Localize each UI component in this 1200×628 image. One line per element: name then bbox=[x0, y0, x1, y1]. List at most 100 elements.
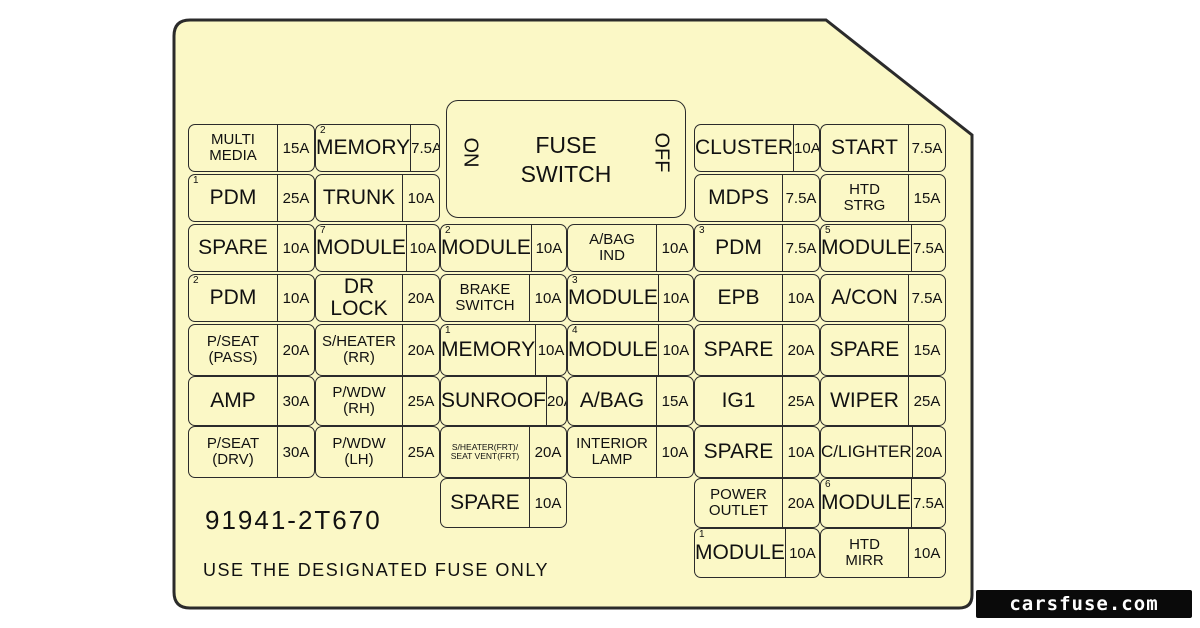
fuse-p-wdw-lh[interactable]: P/WDW(LH)25A bbox=[315, 426, 440, 478]
fuse-amperage: 25A bbox=[908, 377, 945, 425]
fuse-amperage: 20A bbox=[529, 427, 566, 477]
fuse-label-line: BRAKE bbox=[459, 281, 511, 299]
fuse-switch-title: FUSE SWITCH bbox=[447, 131, 685, 189]
fuse-label-line: SUNROOF bbox=[441, 388, 546, 412]
fuse-label-line: P/SEAT bbox=[206, 333, 260, 351]
fuse-amperage: 20A bbox=[402, 325, 439, 375]
fuse-amperage: 10A bbox=[656, 225, 693, 271]
fuse-amperage: 20A bbox=[782, 325, 819, 375]
fuse-switch-on-label: ON bbox=[459, 137, 482, 168]
fuse-index: 2 bbox=[320, 125, 326, 136]
fuse-label: EPB bbox=[695, 275, 782, 321]
fuse-amperage: 10A bbox=[402, 175, 439, 221]
fuse-amperage: 7.5A bbox=[782, 175, 819, 221]
fuse-label: P/WDW(RH) bbox=[316, 377, 402, 425]
fuse-label-line: DR LOCK bbox=[330, 274, 388, 320]
fuse-amperage: 10A bbox=[535, 325, 566, 375]
fuse-s-heater-rr[interactable]: S/HEATER(RR)20A bbox=[315, 324, 440, 376]
fuse-label-line: POWER bbox=[710, 486, 767, 504]
fuse-switch[interactable]: FUSE SWITCH ON OFF bbox=[446, 100, 686, 218]
fuse-p-seat-pass[interactable]: P/SEAT(PASS)20A bbox=[188, 324, 315, 376]
fuse-label-line: MEDIA bbox=[209, 147, 257, 164]
fuse-p-seat-drv[interactable]: P/SEAT(DRV)30A bbox=[188, 426, 315, 478]
fuse-label-line: MDPS bbox=[708, 185, 769, 209]
fuse-label-line: P/WDW bbox=[332, 435, 386, 453]
fuse-amperage: 15A bbox=[656, 377, 693, 425]
fuse-s-heater-frt-seat-vent-frt[interactable]: S/HEATER(FRT)/SEAT VENT(FRT)20A bbox=[440, 426, 567, 478]
fuse-amperage: 10A bbox=[908, 529, 945, 577]
fuse-label: C/LIGHTER bbox=[821, 427, 912, 477]
fuse-index: 1 bbox=[699, 529, 705, 540]
fuse-amperage: 30A bbox=[277, 377, 314, 425]
fuse-amperage: 25A bbox=[782, 377, 819, 425]
fuse-amperage: 10A bbox=[277, 225, 314, 271]
fuse-label-line: SPARE bbox=[450, 490, 520, 514]
fuse-label-line: TRUNK bbox=[322, 185, 396, 209]
fuse-mdps[interactable]: MDPS 7.5A bbox=[694, 174, 820, 222]
fuse-label: P/SEAT(PASS) bbox=[189, 325, 277, 375]
fuse-amperage: 20A bbox=[911, 427, 945, 477]
fuse-amperage: 20A bbox=[402, 275, 439, 321]
fuse-amperage: 20A bbox=[277, 325, 314, 375]
fuse-dr-lock[interactable]: DR LOCK 20A bbox=[315, 274, 440, 322]
fuse-switch-title-line1: FUSE bbox=[535, 132, 597, 158]
fuse-amperage: 10A bbox=[405, 225, 439, 271]
fuse-amperage: 25A bbox=[402, 377, 439, 425]
fuse-amperage: 25A bbox=[277, 175, 314, 221]
fuse-label-line: (DRV) bbox=[212, 451, 254, 468]
part-number: 91941-2T670 bbox=[205, 505, 382, 535]
fuse-label-line: MODULE bbox=[441, 235, 531, 259]
fuse-label-line: A/CON bbox=[831, 285, 898, 309]
fuse-label-line: MODULE bbox=[568, 337, 658, 361]
fuse-amperage: 10A bbox=[529, 275, 566, 321]
fuse-p-wdw-rh[interactable]: P/WDW(RH)25A bbox=[315, 376, 440, 426]
fuse-label: S/HEATER(RR) bbox=[316, 325, 402, 375]
fuse-label-line: INTERIOR bbox=[576, 435, 648, 453]
fuse-label-line: S/HEATER(FRT)/ bbox=[451, 442, 519, 453]
fuse-label-line: PDM bbox=[209, 185, 257, 209]
fuse-label: SPARE bbox=[821, 325, 908, 375]
fuse-label: TRUNK bbox=[316, 175, 402, 221]
